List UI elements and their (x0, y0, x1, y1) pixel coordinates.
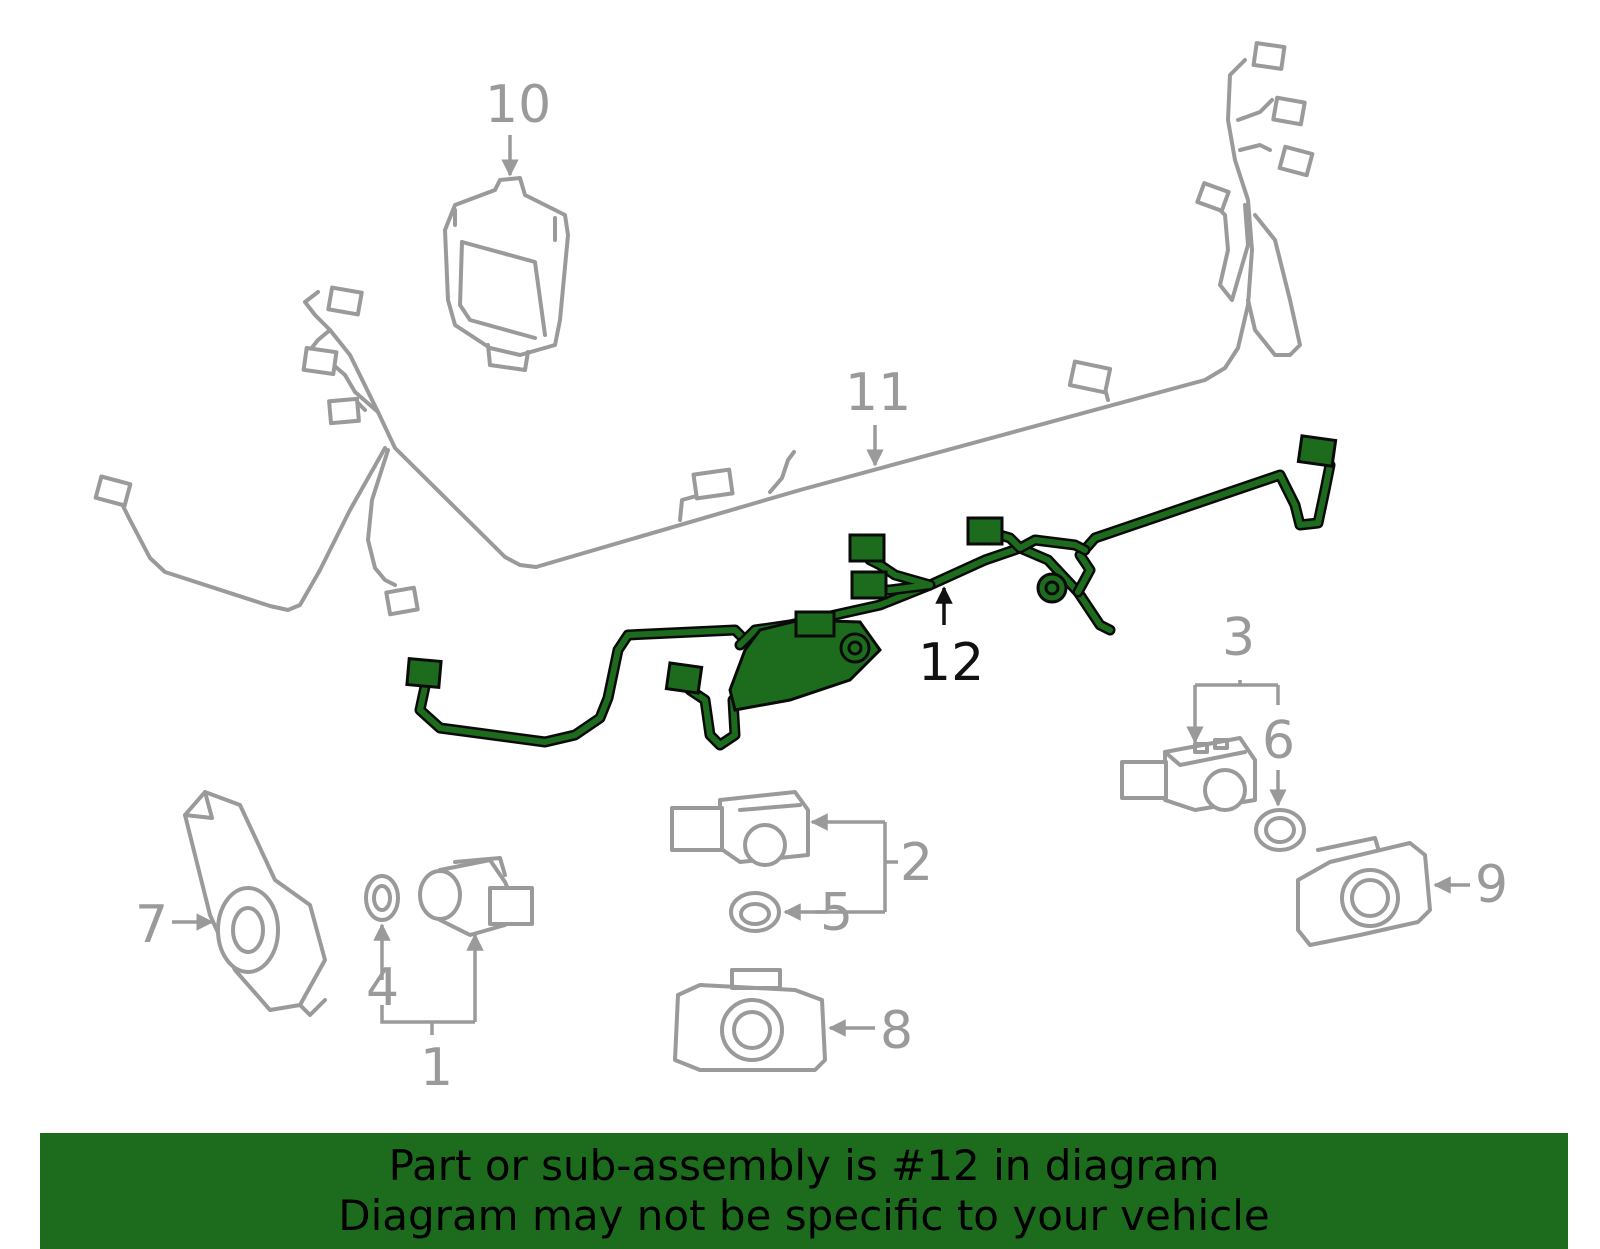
callout-10: 10 (485, 75, 551, 135)
leader-lines (172, 135, 1470, 1037)
callout-4: 4 (366, 958, 399, 1018)
callout-9: 9 (1475, 855, 1508, 915)
part-9-bezel (1296, 836, 1432, 947)
callout-labels: 10 11 12 3 6 9 2 5 8 7 4 1 (135, 75, 1508, 1098)
callout-6: 6 (1262, 711, 1295, 771)
part-8-bezel (673, 968, 827, 1072)
part-7-bracket (183, 790, 327, 1017)
part-3-sensor (1120, 736, 1257, 812)
banner-line-disclaimer: Diagram may not be specific to your vehi… (338, 1191, 1270, 1240)
info-banner: Part or sub-assembly is #12 in diagram D… (40, 1133, 1568, 1249)
part-1-sensor (418, 856, 534, 937)
part-4-grommet (364, 874, 400, 922)
callout-5: 5 (820, 883, 853, 943)
callout-2: 2 (900, 833, 933, 893)
banner-line-part-number: Part or sub-assembly is #12 in diagram (388, 1141, 1220, 1190)
callout-7: 7 (135, 895, 168, 955)
callout-3: 3 (1222, 608, 1255, 668)
callout-1: 1 (420, 1038, 453, 1098)
part-5-grommet (729, 891, 781, 933)
part-11-main-harness (93, 41, 1315, 617)
part-12-sub-harness (405, 434, 1338, 751)
part-10-control-module (443, 176, 570, 372)
part-2-sensor (670, 790, 810, 867)
callout-12: 12 (918, 633, 984, 693)
callout-11: 11 (845, 363, 911, 423)
part-6-grommet (1254, 808, 1306, 852)
callout-8: 8 (880, 1001, 913, 1061)
